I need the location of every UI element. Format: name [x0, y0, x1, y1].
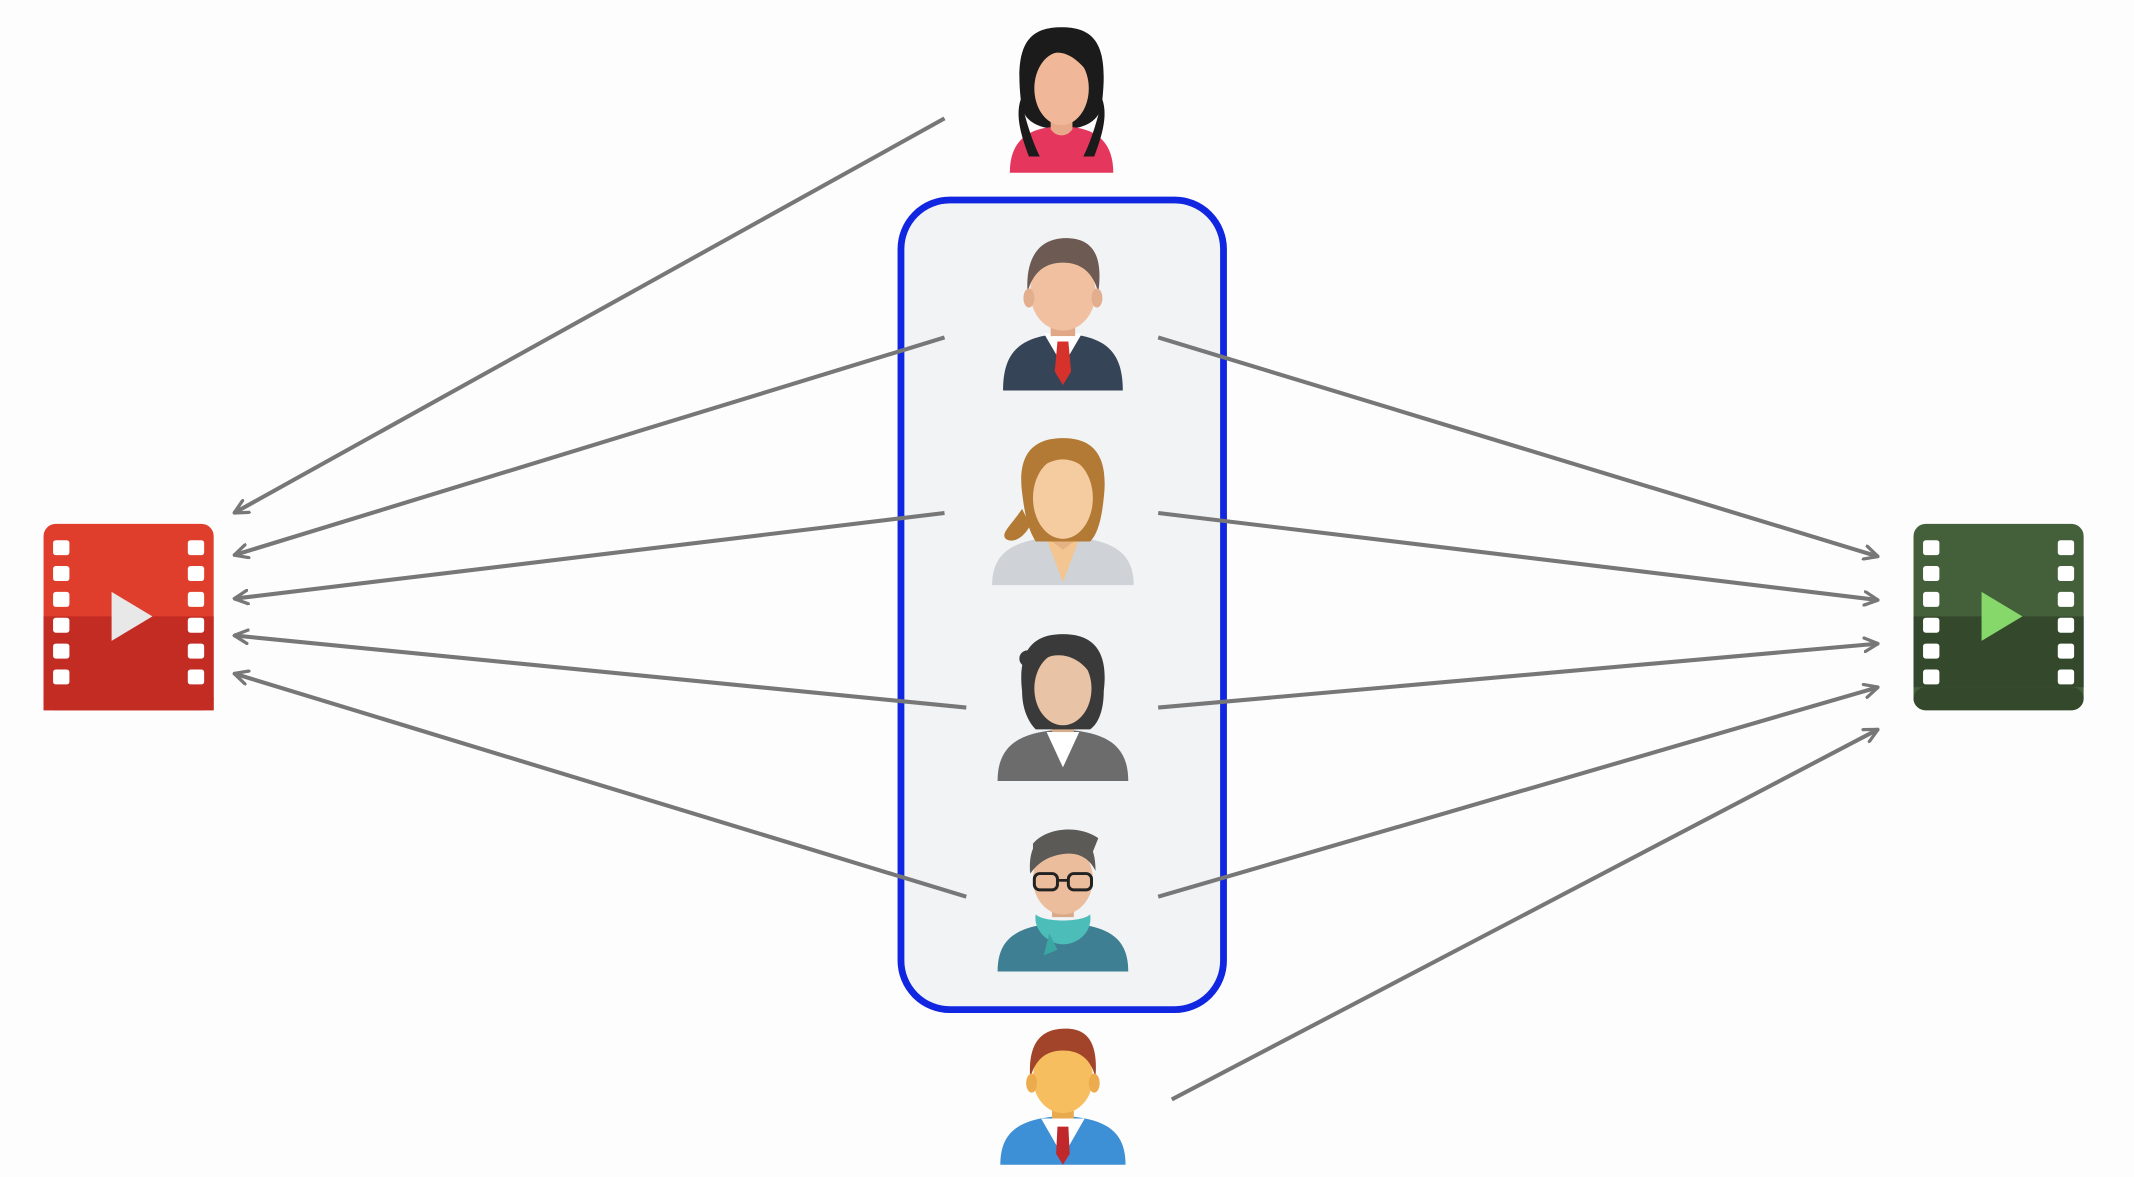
- target-video-icon: [1913, 523, 2084, 711]
- edge-arrow: [234, 510, 945, 599]
- edge-arrow: [1158, 644, 1878, 710]
- edge-arrow: [234, 116, 946, 515]
- woman-blonde-avatar-icon: [992, 438, 1134, 586]
- edge-arrow: [1157, 510, 1878, 600]
- edge-arrow: [234, 674, 967, 899]
- edge-arrow: [1157, 687, 1878, 899]
- source-video-icon: [43, 523, 214, 711]
- edge-arrow: [1170, 727, 1878, 1102]
- edge-arrow: [234, 635, 967, 710]
- businesswoman-avatar-icon: [997, 634, 1129, 782]
- businessman-avatar-icon: [1003, 238, 1123, 391]
- group-box: [897, 196, 1227, 1014]
- edge-arrow: [1157, 335, 1878, 556]
- man-avatar-icon: [1000, 1028, 1126, 1165]
- man-glasses-avatar-icon: [997, 829, 1129, 972]
- edge-arrow: [234, 335, 946, 555]
- edges-to-target-video: [1157, 335, 1878, 1102]
- edges-to-source-video: [234, 116, 967, 899]
- woman-avatar-icon: [1009, 27, 1114, 173]
